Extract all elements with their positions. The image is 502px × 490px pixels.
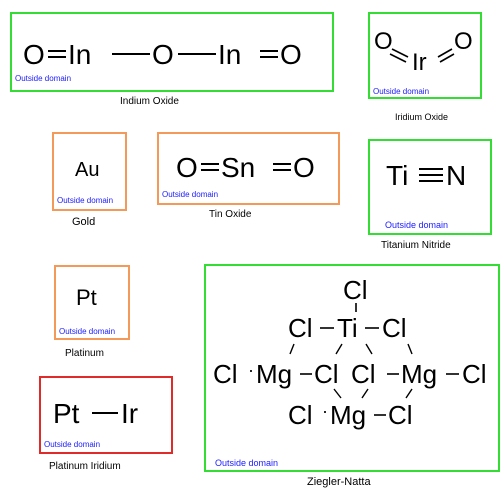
caption-platinum: Platinum [65, 348, 104, 359]
outside-domain-badge: Outside domain [44, 440, 101, 449]
atom-cl: Cl [343, 275, 368, 305]
indium-oxide-structure: O In O In O [23, 39, 302, 70]
atom-o: O [293, 152, 315, 183]
atom-o: O [280, 39, 302, 70]
structure-box-indium-oxide: O In O In O Outside domain [10, 12, 334, 92]
outside-domain-badge: Outside domain [215, 458, 279, 468]
atom-sn: Sn [221, 152, 255, 183]
atom-cl: Cl [388, 400, 413, 430]
atom-o: O [176, 152, 198, 183]
structure-box-titanium-nitride: Ti N Outside domain [368, 139, 492, 235]
atom-in: In [218, 39, 241, 70]
atom-n: N [446, 160, 466, 191]
caption-platinum-iridium: Platinum Iridium [49, 461, 121, 472]
atom-au: Au [75, 159, 99, 181]
caption-titanium-nitride: Titanium Nitride [381, 240, 451, 251]
atom-ti: Ti [337, 313, 358, 343]
structure-box-gold: Au Outside domain [52, 132, 127, 211]
double-bond [391, 48, 409, 58]
double-bond [389, 53, 407, 63]
single-bond [365, 343, 373, 355]
tin-oxide-structure: O Sn O [176, 152, 315, 183]
gold-structure: Au [75, 159, 99, 181]
iridium-oxide-structure: O Ir O [374, 28, 473, 76]
ziegler-natta-structure: Cl Cl Ti Cl Cl · Mg Cl Cl Mg Cl Cl · Mg … [213, 275, 487, 430]
single-bond [405, 388, 413, 399]
platinum-structure: Pt [76, 285, 97, 310]
bond-dot: · [248, 360, 254, 380]
atom-cl: Cl [314, 359, 339, 389]
atom-o: O [152, 39, 174, 70]
single-bond [333, 388, 342, 399]
atom-cl: Cl [462, 359, 487, 389]
atom-cl: Cl [213, 359, 238, 389]
atom-mg: Mg [256, 359, 292, 389]
platinum-iridium-structure: Pt Ir [53, 398, 138, 429]
atom-o: O [374, 28, 393, 55]
titanium-nitride-structure: Ti N [386, 160, 466, 191]
structure-box-ziegler-natta: Cl Cl Ti Cl Cl · Mg Cl Cl Mg Cl Cl · Mg … [204, 264, 500, 472]
atom-ti: Ti [386, 160, 408, 191]
structure-box-tin-oxide: O Sn O Outside domain [157, 132, 340, 205]
atom-cl: Cl [288, 313, 313, 343]
single-bond [361, 388, 369, 399]
structure-box-platinum-iridium: Pt Ir Outside domain [39, 376, 173, 454]
atom-mg: Mg [401, 359, 437, 389]
caption-tin-oxide: Tin Oxide [209, 209, 252, 220]
outside-domain-badge: Outside domain [385, 220, 449, 230]
outside-domain-badge: Outside domain [373, 87, 430, 96]
atom-ir: Ir [121, 398, 138, 429]
single-bond [407, 343, 413, 355]
single-bond [335, 343, 343, 355]
atom-pt: Pt [76, 285, 97, 310]
double-bond [437, 48, 453, 58]
double-bond [439, 53, 455, 63]
outside-domain-badge: Outside domain [59, 327, 116, 336]
atom-cl: Cl [351, 359, 376, 389]
atom-in: In [68, 39, 91, 70]
atom-ir: Ir [412, 49, 427, 76]
caption-ziegler-natta: Ziegler-Natta [307, 476, 371, 488]
atom-o: O [23, 39, 45, 70]
caption-indium-oxide: Indium Oxide [120, 96, 179, 107]
structure-box-platinum: Pt Outside domain [54, 265, 130, 340]
outside-domain-badge: Outside domain [162, 190, 219, 199]
outside-domain-badge: Outside domain [57, 196, 114, 205]
atom-pt: Pt [53, 398, 80, 429]
caption-gold: Gold [72, 216, 96, 228]
single-bond [289, 343, 295, 355]
bond-dot: · [322, 401, 328, 421]
outside-domain-badge: Outside domain [15, 74, 72, 83]
atom-cl: Cl [288, 400, 313, 430]
structure-box-iridium-oxide: O Ir O Outside domain [368, 12, 482, 99]
atom-mg: Mg [330, 400, 366, 430]
atom-cl: Cl [382, 313, 407, 343]
atom-o: O [454, 28, 473, 55]
caption-iridium-oxide: Iridium Oxide [395, 112, 449, 122]
